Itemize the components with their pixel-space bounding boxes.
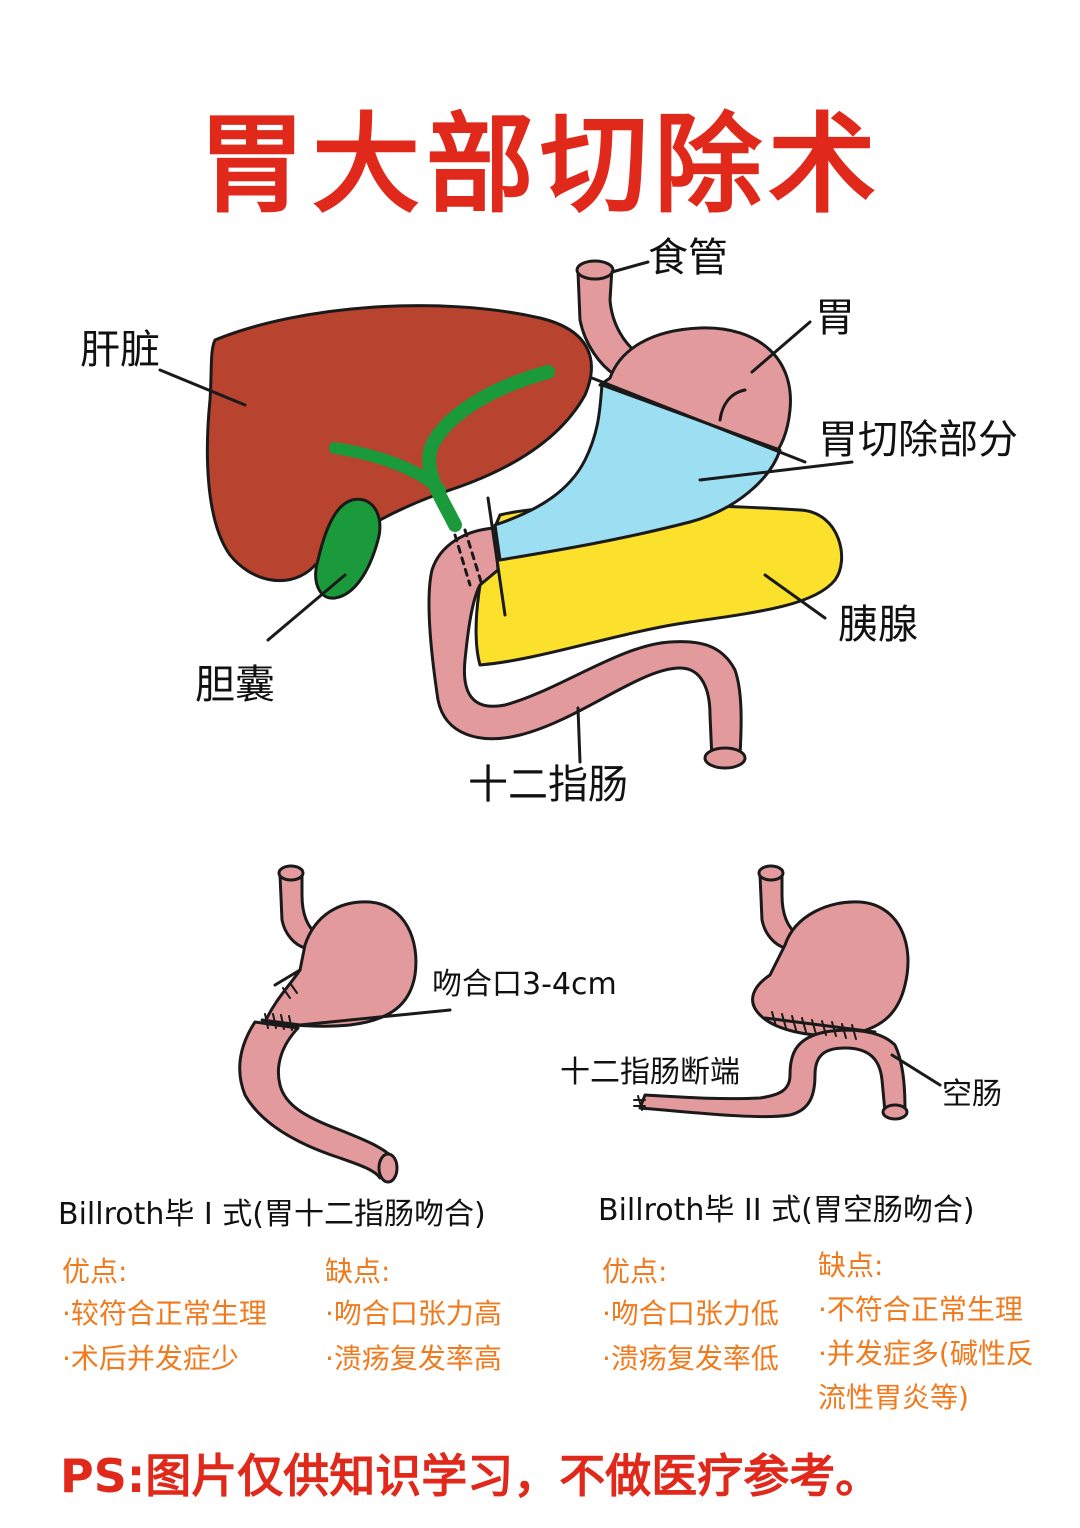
billroth1-cons-2: ·溃疡复发率高 (325, 1342, 502, 1375)
leader-gallbladder (266, 573, 347, 642)
billroth1-pros-1: ·较符合正常生理 (62, 1297, 267, 1330)
billroth1-cons-1: ·吻合口张力高 (325, 1297, 502, 1330)
leader-pancreas (763, 573, 827, 620)
b1-leader (298, 1008, 452, 1027)
leader-resection (698, 460, 854, 482)
billroth2-cons-3: 流性胃炎等) (818, 1381, 969, 1414)
billroth2-cons-title: 缺点: (818, 1249, 884, 1282)
billroth1-cons-title: 缺点: (325, 1255, 391, 1288)
resected-stomach-shape (493, 383, 782, 562)
b2-stomach (751, 900, 910, 1038)
b2-jejunum-end (881, 1103, 909, 1121)
billroth1-pros-2: ·术后并发症少 (62, 1342, 239, 1375)
page-title: 胃大部切除术 (197, 103, 882, 228)
label-anastomosis: 吻合口3-4cm (432, 967, 617, 1002)
b2-leader-jejunum (890, 1053, 942, 1087)
cut-dash-2 (463, 528, 484, 587)
billroth1-caption: Billroth毕 I 式(胃十二指肠吻合) (58, 1197, 486, 1232)
leader-duodenum (576, 706, 582, 764)
b2-jejunum (638, 1028, 907, 1119)
stomach-fold (718, 388, 747, 422)
cut-line-1 (486, 496, 507, 617)
cut-dash-1 (453, 533, 472, 587)
b1-esophagus-opening (277, 864, 305, 882)
liver-shape (205, 304, 593, 583)
b1-duodenum-end (377, 1152, 399, 1184)
leader-stomach (750, 320, 812, 374)
label-jejunum: 空肠 (942, 1077, 1002, 1112)
label-liver: 肝脏 (80, 327, 160, 373)
label-stomach: 胃 (815, 295, 855, 341)
leader-liver (158, 368, 247, 407)
billroth2-cons-2: ·并发症多(碱性反 (818, 1337, 1034, 1370)
billroth2-pros-1: ·吻合口张力低 (602, 1297, 779, 1330)
duodenum-end (703, 746, 747, 770)
label-duodenal-stump: 十二指肠断端 (560, 1055, 740, 1090)
label-duodenum: 十二指肠 (468, 762, 628, 808)
resection-line (590, 376, 807, 464)
b2-stump-cap (633, 1095, 646, 1111)
stomach-shape (598, 326, 792, 462)
billroth2-cons-1: ·不符合正常生理 (818, 1293, 1023, 1326)
b2-esophagus-opening (757, 864, 785, 882)
esophagus-opening (575, 259, 615, 281)
label-resection: 胃切除部分 (818, 417, 1018, 463)
leader-esophagus (610, 260, 650, 274)
label-pancreas: 胰腺 (838, 602, 918, 648)
b1-suture (260, 968, 302, 1027)
b1-duodenum (238, 1020, 397, 1180)
b1-suture-ticks (264, 982, 298, 1031)
billroth2-pros-title: 优点: (602, 1255, 668, 1288)
billroth2-pros-2: ·溃疡复发率低 (602, 1342, 779, 1375)
billroth1-pros-title: 优点: (62, 1255, 128, 1288)
billroth2-caption: Billroth毕 II 式(胃空肠吻合) (598, 1193, 975, 1228)
gallbladder-shape (314, 497, 382, 600)
footer-disclaimer: PS:图片仅供知识学习，不做医疗参考。 (60, 1449, 882, 1503)
b2-suture-ticks (771, 1011, 857, 1040)
bile-duct-branch (329, 442, 446, 496)
label-gallbladder: 胆囊 (195, 662, 275, 708)
label-esophagus: 食管 (648, 235, 728, 281)
